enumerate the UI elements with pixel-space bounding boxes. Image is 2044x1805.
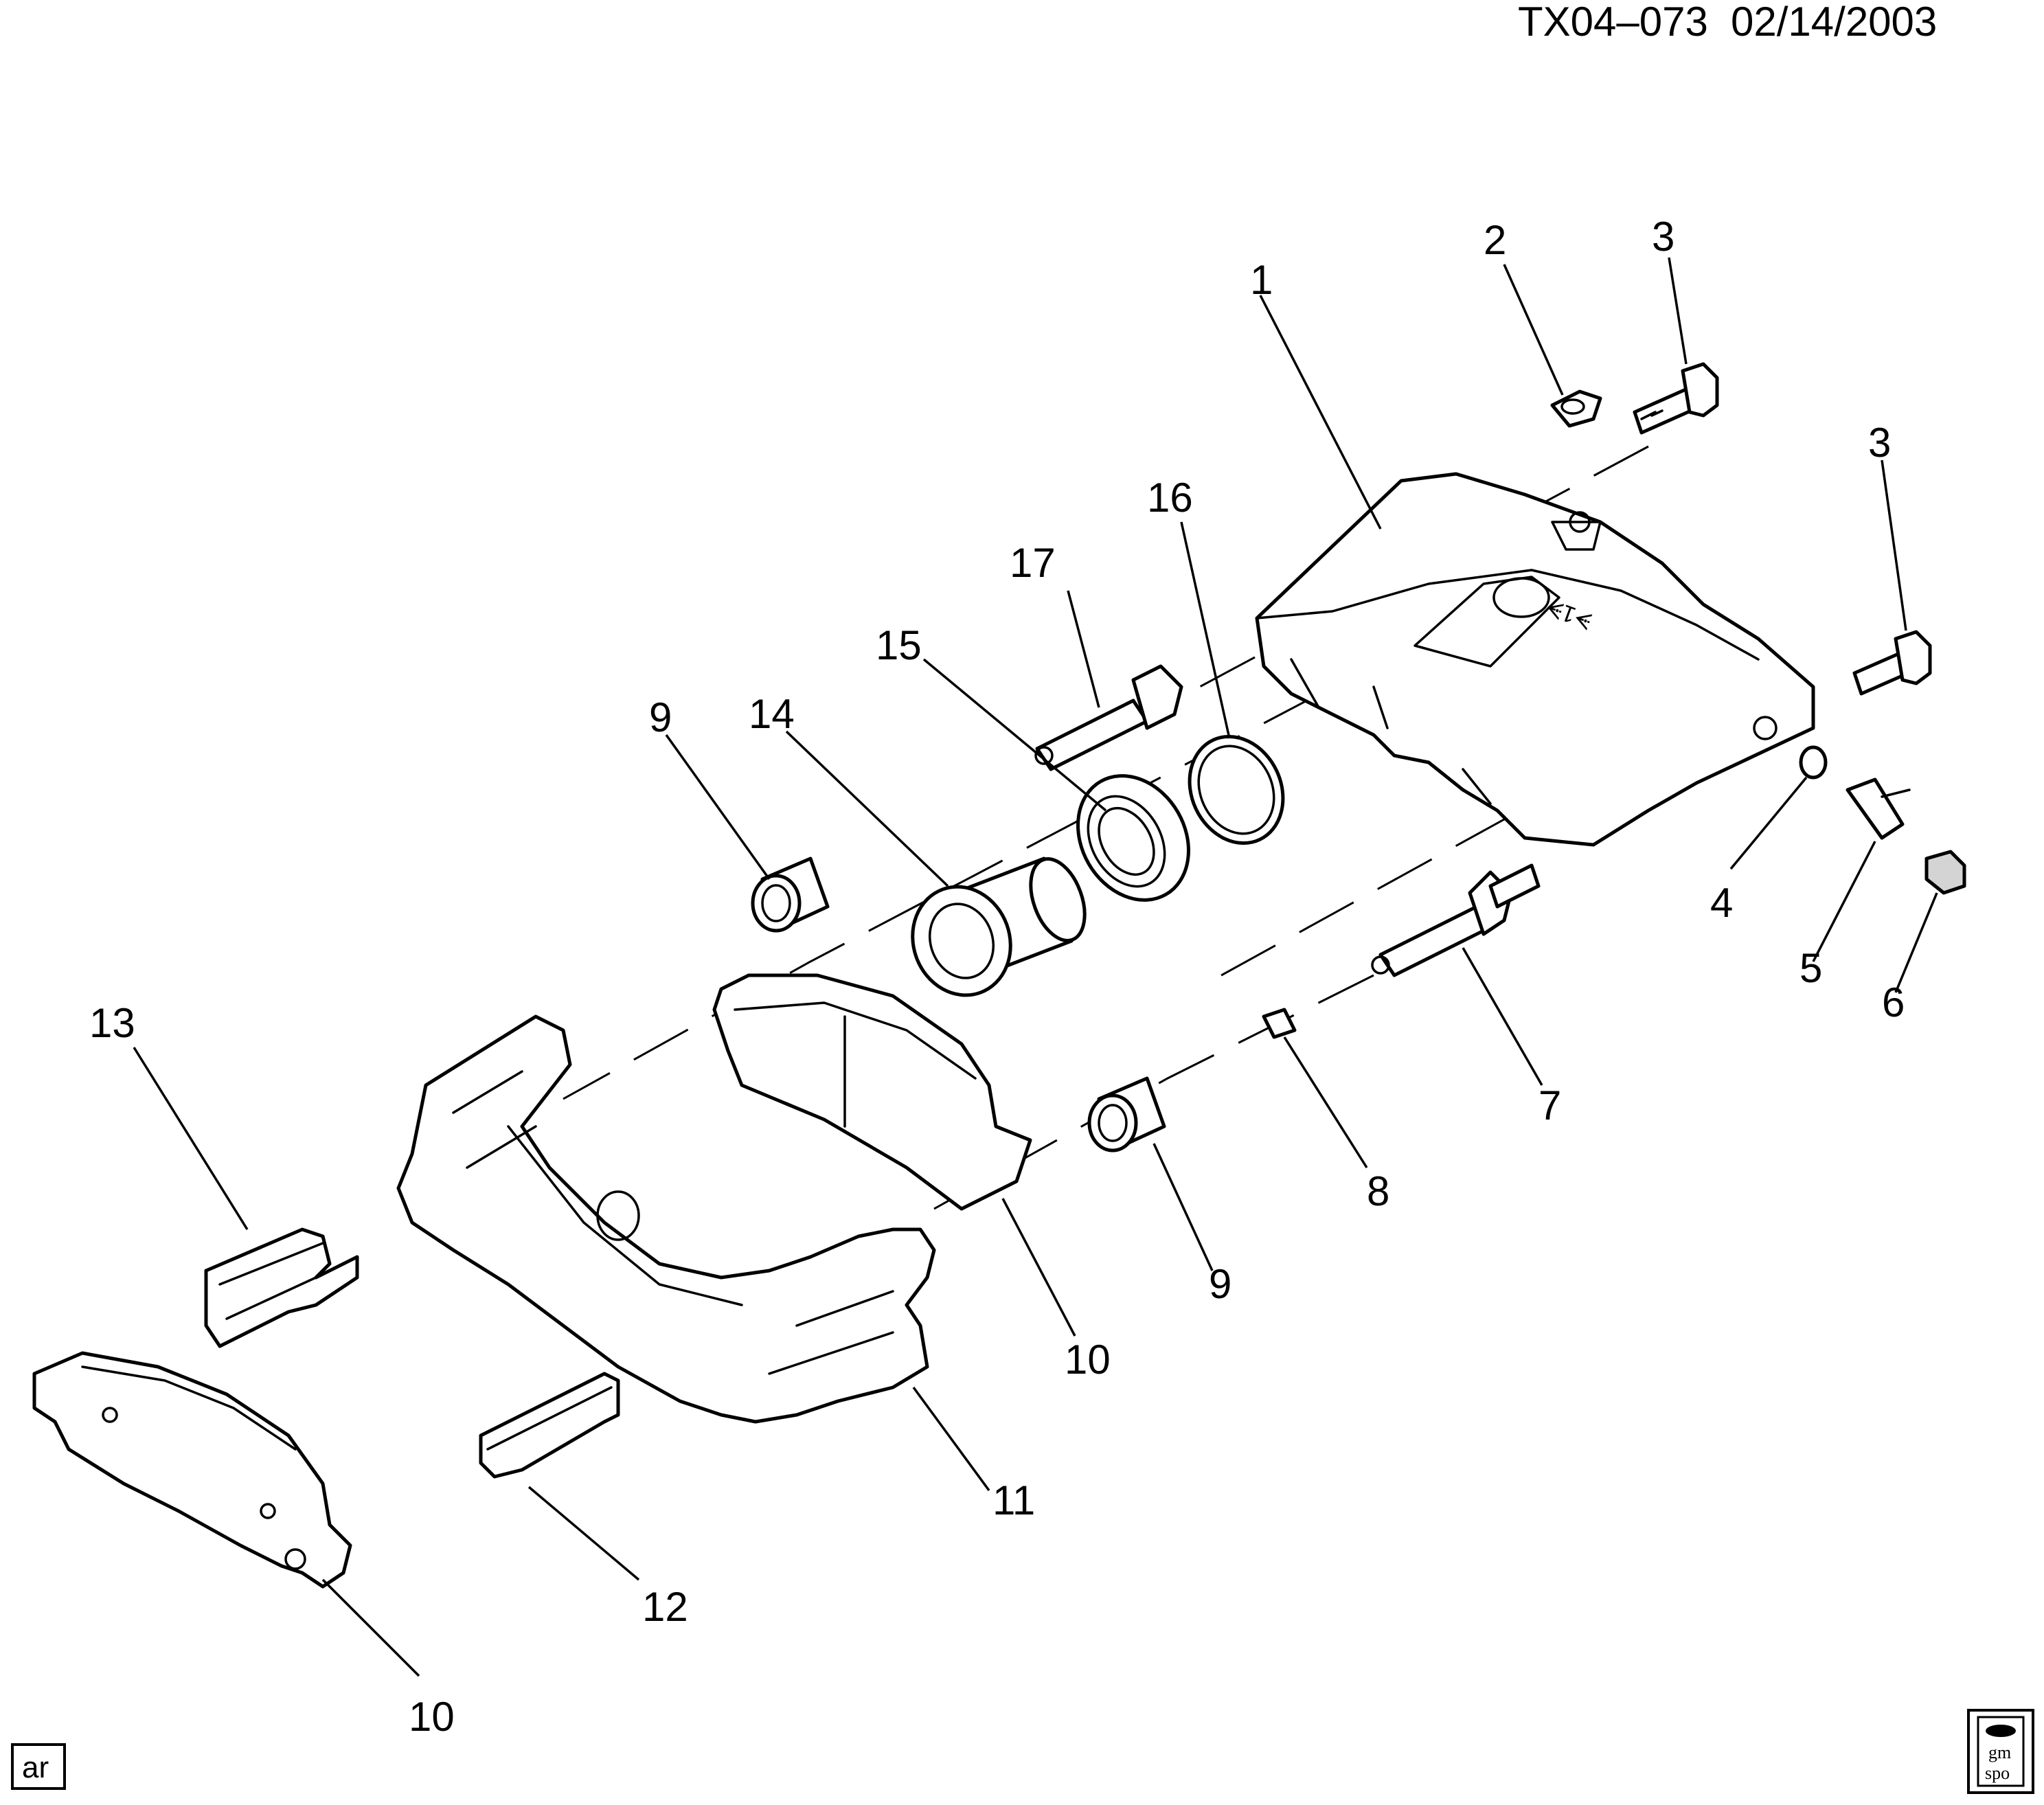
callout-labels: 1 2 3 3 4 5 6 7 8 9 9 10 10 11 12 13 14 …: [89, 214, 1905, 1740]
logo-top-text: gm: [1988, 1742, 2011, 1762]
part-17-guide-pin: [1034, 664, 1183, 771]
callout-14: 14: [749, 691, 795, 737]
diagram-code: TX04–073: [1518, 0, 1708, 45]
callout-6: 6: [1882, 979, 1905, 1025]
language-tag: ar: [11, 1743, 66, 1790]
part-5-bleeder: [1846, 777, 1911, 840]
callout-15: 15: [876, 622, 922, 668]
part-9-bushing-upper: [751, 856, 830, 933]
part-12-clip: [479, 1372, 620, 1479]
callout-1: 1: [1250, 257, 1273, 303]
callout-8: 8: [1367, 1168, 1389, 1214]
caliper-body: ᗔ1ᗔ: [1255, 472, 1815, 847]
part-11-bracket: [396, 1014, 936, 1424]
callout-11: 11: [992, 1477, 1035, 1523]
callout-2: 2: [1484, 217, 1506, 263]
gm-spo-logo: gm spo: [1967, 1709, 2034, 1794]
part-8-sleeve: [1262, 1008, 1297, 1039]
part-13-clip: [204, 1227, 359, 1348]
callout-9-lower: 9: [1209, 1261, 1231, 1307]
part-6-cap: [1924, 850, 1966, 895]
leader-lines: [133, 257, 1938, 1677]
callout-5: 5: [1799, 945, 1822, 991]
part-15-boot: [1076, 774, 1190, 902]
logo-bottom-text: spo: [1985, 1763, 2010, 1783]
callout-10-lower: 10: [409, 1694, 455, 1740]
callout-13: 13: [89, 1000, 135, 1046]
callout-4: 4: [1710, 880, 1733, 926]
callout-9-upper: 9: [649, 694, 672, 740]
part-3-bolt-lower: [1852, 630, 1932, 696]
diagram-date: 02/14/2003: [1731, 0, 1937, 45]
part-10-outer-pad: [32, 1351, 352, 1589]
part-2-washer: [1550, 389, 1602, 428]
callout-17: 17: [1010, 540, 1056, 586]
callout-12: 12: [642, 1584, 688, 1630]
callout-16: 16: [1147, 475, 1193, 521]
part-3-bolt-upper: [1633, 362, 1719, 435]
part-4-washer: [1799, 745, 1828, 780]
callout-3-upper: 3: [1652, 214, 1674, 260]
part-16-seal: [1188, 734, 1285, 845]
language-tag-text: ar: [22, 1751, 49, 1784]
callout-7: 7: [1538, 1082, 1561, 1128]
callout-3-lower: 3: [1868, 420, 1891, 466]
part-10-inner-pad: [712, 973, 1032, 1211]
part-7-guide-pin: [1371, 863, 1541, 977]
part-9-bushing-lower: [1087, 1076, 1166, 1153]
part-14-piston: [911, 856, 1087, 997]
callout-10-upper: 10: [1065, 1337, 1111, 1383]
